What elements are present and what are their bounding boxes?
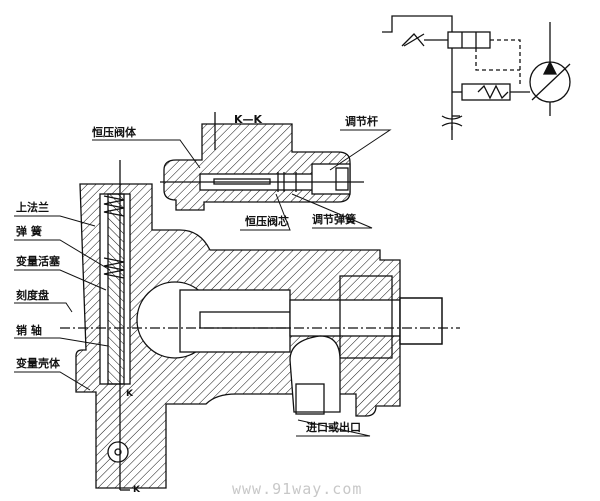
label-upper-flange: 上法兰 (16, 201, 49, 214)
label-dial: 刻度盘 (16, 289, 49, 302)
label-port: 进口或出口 (306, 421, 361, 434)
section-mark-bottom: K (133, 485, 140, 495)
valve-section (160, 112, 364, 211)
label-adjust-rod: 调节杆 (345, 115, 378, 128)
leader-lines (14, 129, 392, 437)
label-valve-body: 恒压阀体 (92, 126, 136, 139)
label-valve-core: 恒压阀芯 (245, 215, 289, 228)
pump-body (60, 160, 460, 491)
watermark: www.91way.com (232, 480, 363, 498)
section-mark-top: K (126, 389, 133, 399)
label-pin-shaft: 销 轴 (16, 324, 42, 337)
label-variable-piston: 变量活塞 (16, 255, 60, 268)
label-variable-housing: 变量壳体 (16, 357, 60, 370)
hydraulic-schematic (382, 15, 571, 140)
label-adjust-spring: 调节弹簧 (312, 213, 356, 226)
label-spring: 弹 簧 (16, 225, 42, 238)
section-title: K—K (234, 113, 263, 126)
